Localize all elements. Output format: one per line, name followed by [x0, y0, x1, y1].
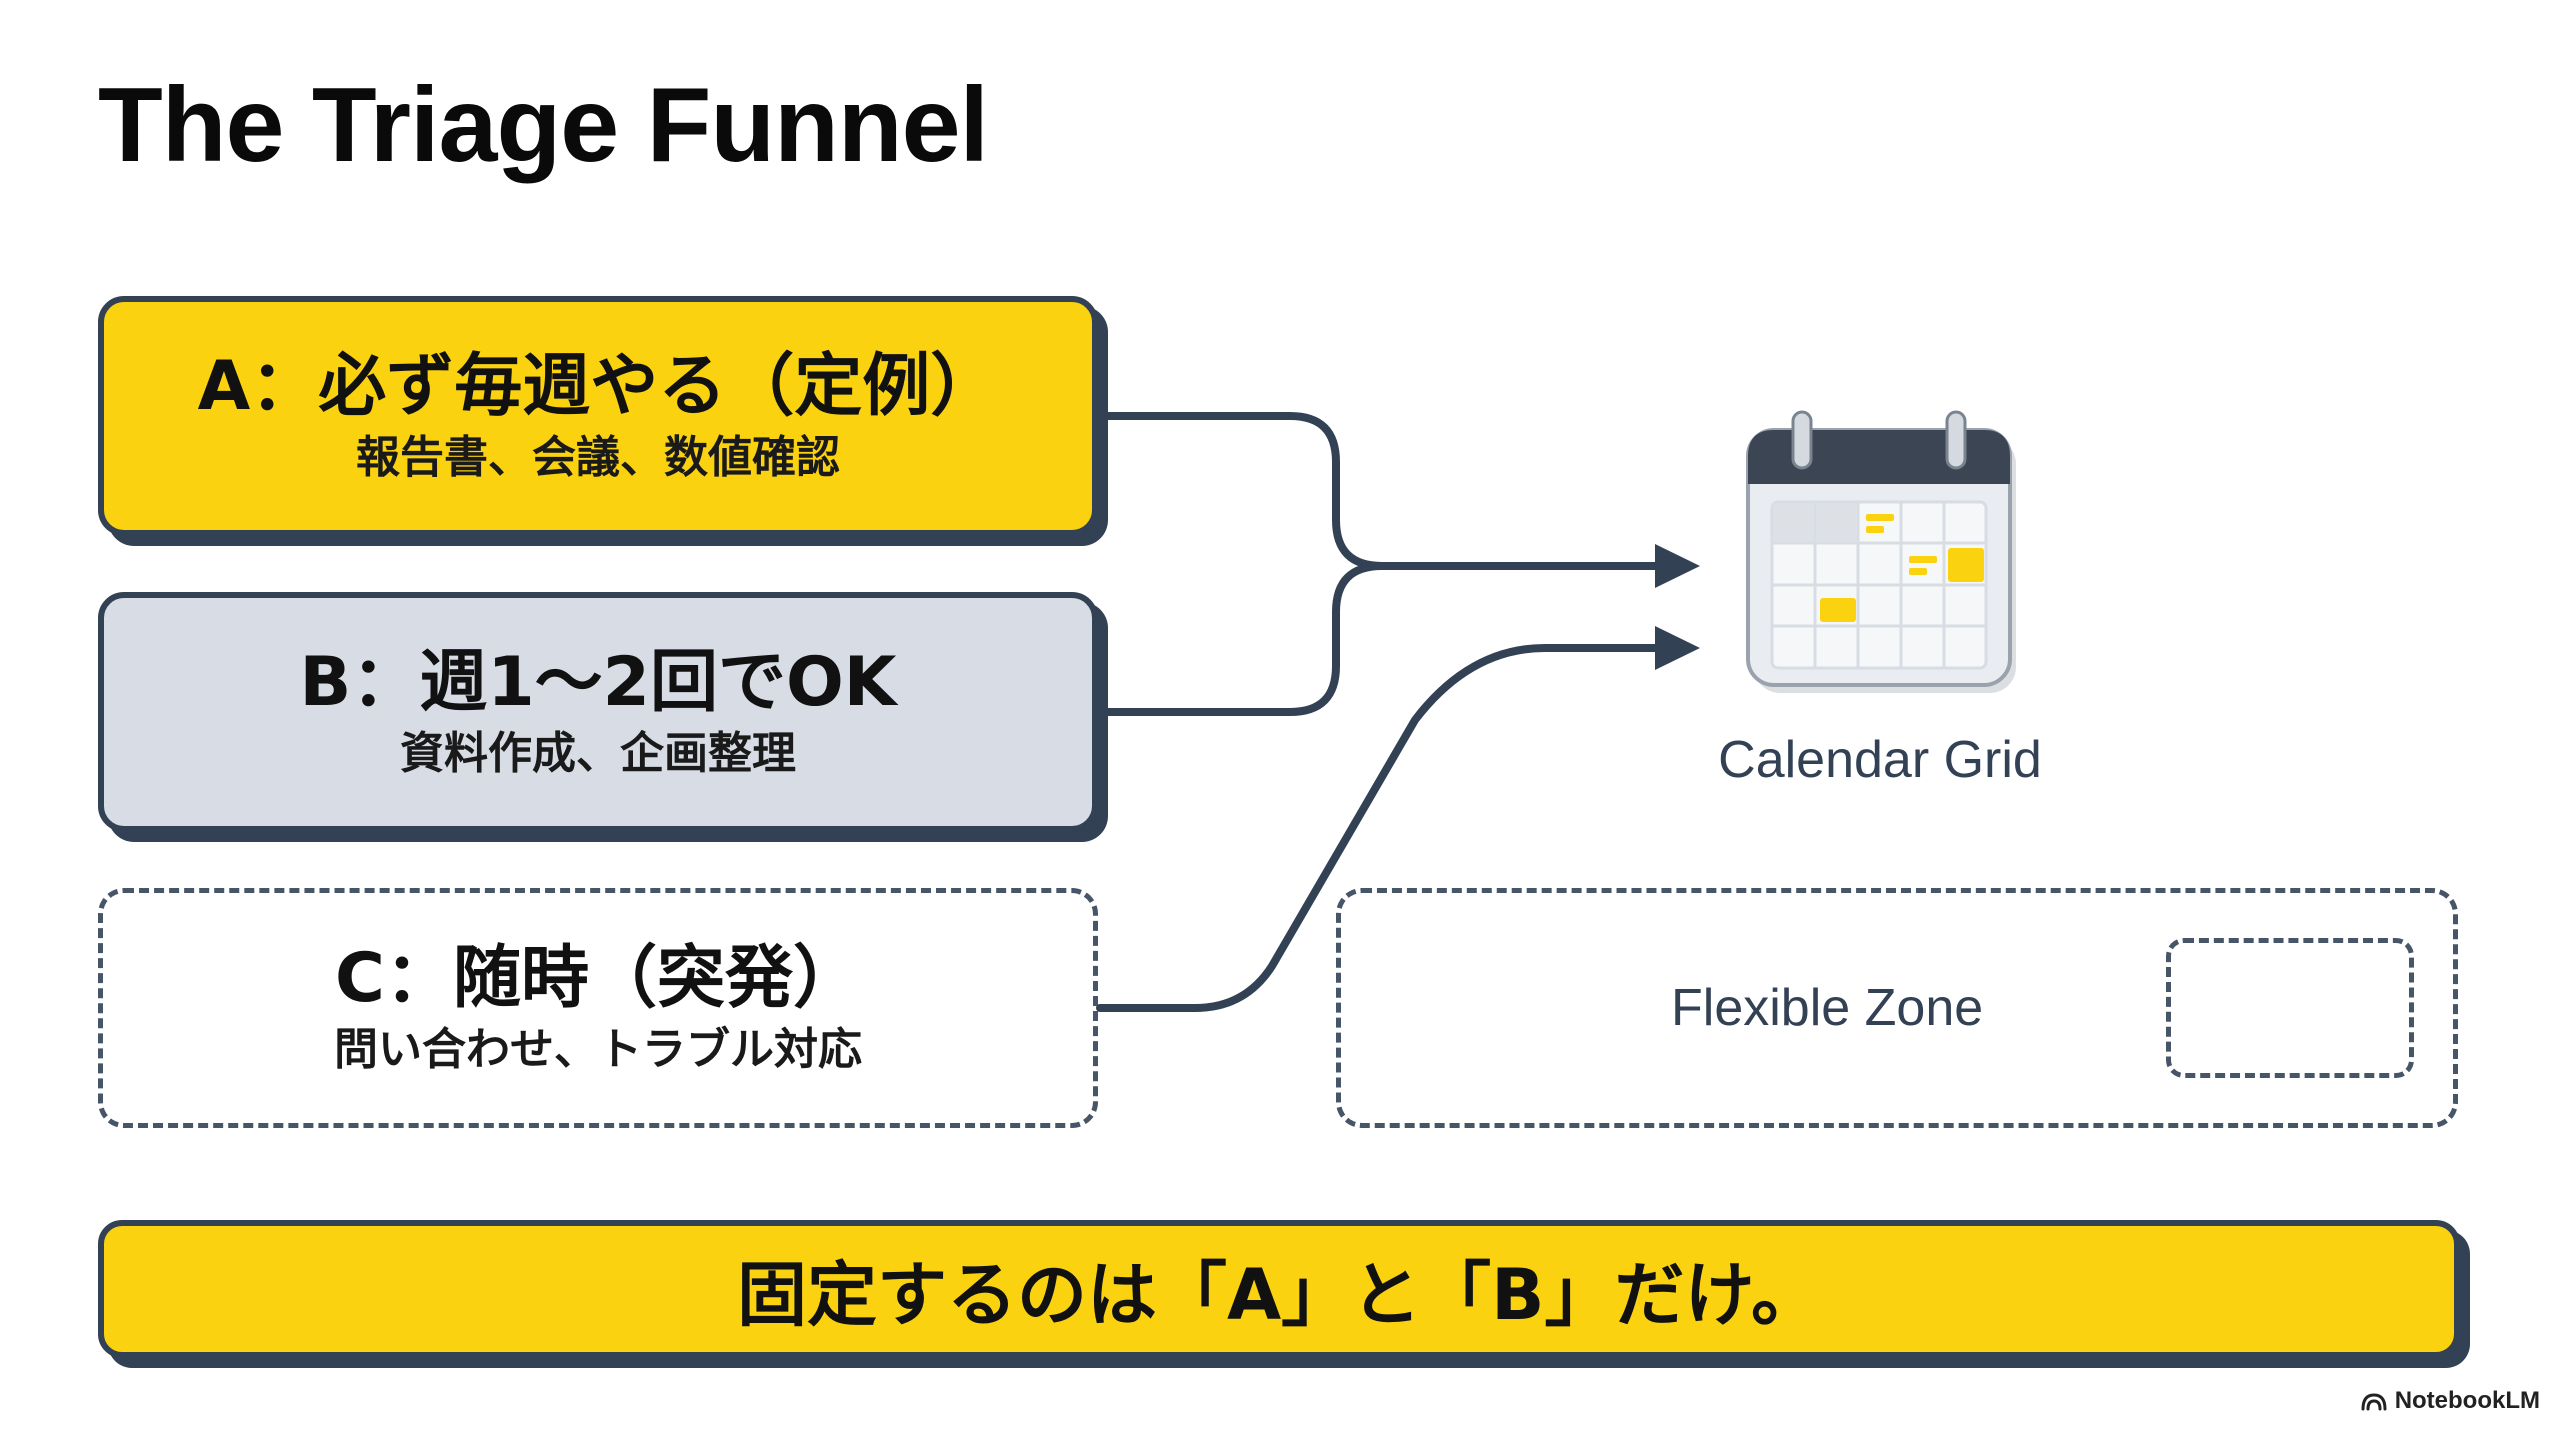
notebooklm-brand: NotebookLM: [2361, 1387, 2540, 1415]
notebooklm-logo-icon: [2361, 1393, 2387, 1411]
flexible-zone-slot: [2166, 938, 2414, 1078]
category-b-title: B：週1〜2回でOK: [299, 642, 897, 722]
category-c-subtitle: 問い合わせ、トラブル対応: [334, 1023, 862, 1075]
category-a-box: A：必ず毎週やる（定例） 報告書、会議、数値確認: [98, 296, 1098, 536]
category-c-title: C：随時（突発）: [335, 938, 861, 1018]
category-b-box: B：週1〜2回でOK 資料作成、企画整理: [98, 592, 1098, 832]
summary-banner: 固定するのは「A」と「B」だけ。: [98, 1220, 2460, 1358]
calendar-grid-label: Calendar Grid: [1718, 731, 2042, 789]
slide-title: The Triage Funnel: [98, 66, 989, 184]
brand-name: NotebookLM: [2394, 1387, 2540, 1414]
calendar-icon: [1746, 410, 2016, 693]
flexible-zone: Flexible Zone: [1336, 888, 2458, 1128]
connector-c-arrowhead: [1655, 626, 1700, 670]
connector-a-line: [1104, 412, 1659, 570]
connector-b-line: [1104, 562, 1386, 716]
category-a-title: A：必ず毎週やる（定例）: [197, 346, 999, 426]
category-c-box: C：随時（突発） 問い合わせ、トラブル対応: [98, 888, 1098, 1128]
category-a-subtitle: 報告書、会議、数値確認: [356, 431, 840, 483]
flexible-zone-label: Flexible Zone: [1671, 979, 1984, 1037]
category-b-subtitle: 資料作成、企画整理: [400, 727, 796, 779]
connector-ab-arrowhead: [1655, 544, 1700, 588]
